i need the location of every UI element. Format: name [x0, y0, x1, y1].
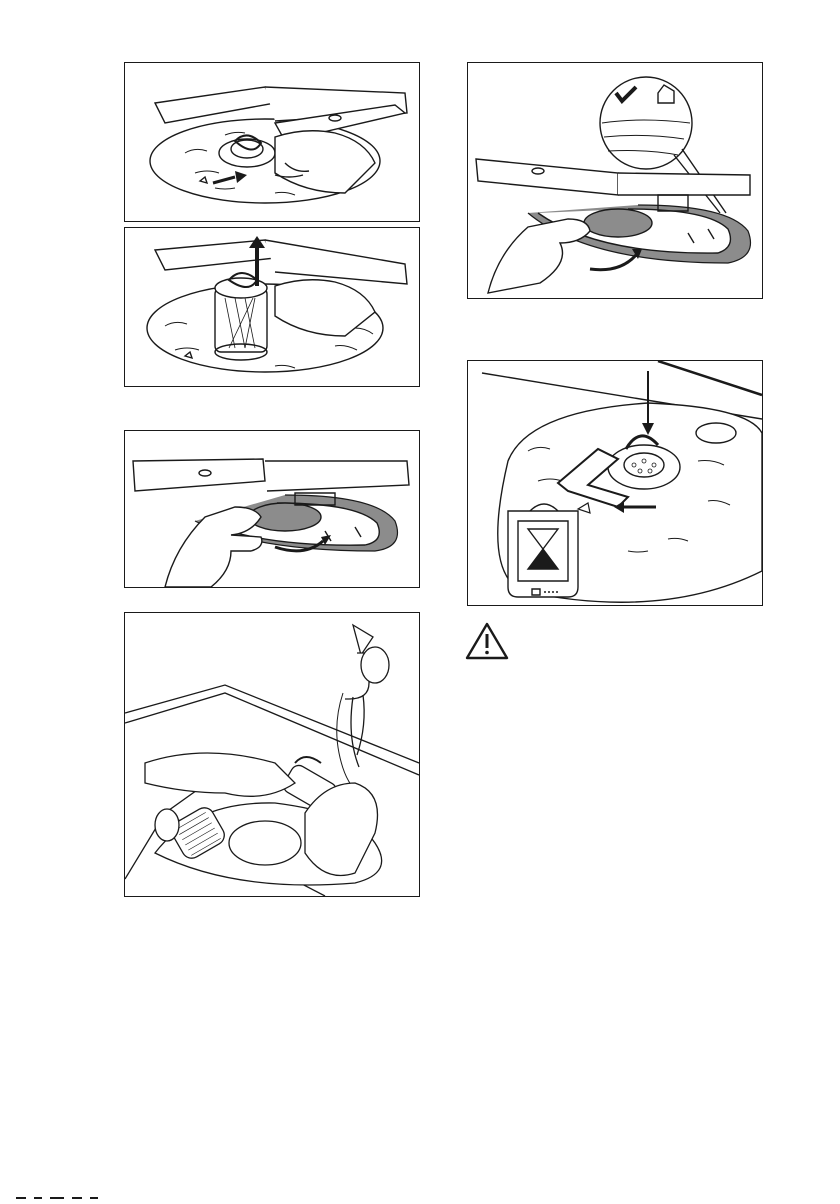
warning-triangle-icon [464, 621, 510, 661]
figure-flat-filter-install [467, 62, 763, 299]
figure-filter-lock [467, 360, 763, 606]
figure-filter-rinse [124, 612, 420, 897]
figure-filter-lift [124, 227, 420, 387]
filter-lock-turn-illustration [468, 361, 762, 605]
filter-lift-out-illustration [125, 228, 419, 386]
filter-rinse-under-tap-illustration [125, 613, 419, 896]
figure-filter-unlock [124, 62, 420, 222]
filter-unlock-turn-illustration [125, 63, 419, 221]
flat-filter-install-check-illustration [468, 63, 762, 298]
flat-filter-remove-illustration [125, 431, 419, 587]
figure-flat-filter-remove [124, 430, 420, 588]
page-footer-edge [0, 1186, 840, 1192]
